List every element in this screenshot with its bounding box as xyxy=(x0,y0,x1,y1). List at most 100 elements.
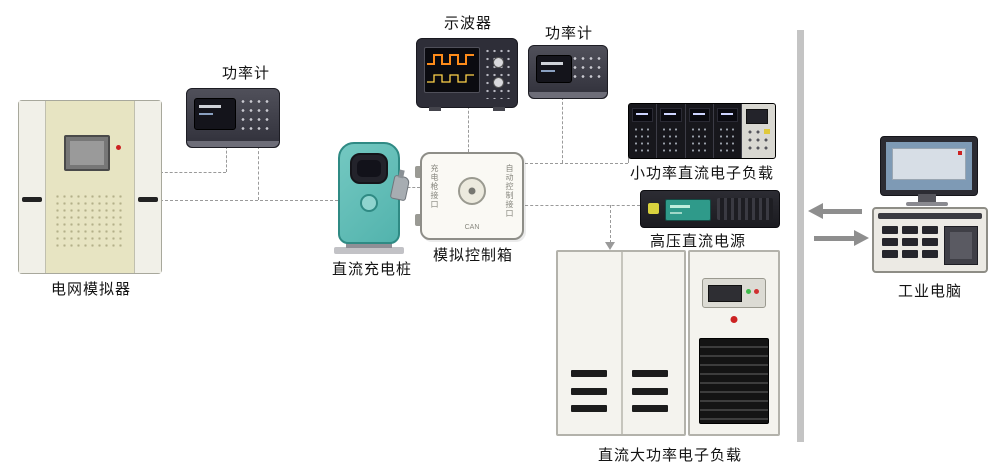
power-meter-display xyxy=(194,98,236,130)
vent-dots xyxy=(54,193,126,251)
industrial-pc-monitor xyxy=(880,136,978,196)
connector-powermeter2-down xyxy=(562,97,563,163)
grid-simulator-right-panel xyxy=(134,101,161,273)
charging-pile-baseplate xyxy=(334,247,404,254)
label-power-meter-left: 功率计 xyxy=(222,65,271,82)
load-control-module xyxy=(742,104,775,158)
power-meter-buttons xyxy=(571,54,601,84)
arrow-left-shaft xyxy=(822,209,862,214)
hv-dc-source xyxy=(640,190,780,228)
power-meter-left xyxy=(186,88,280,148)
label-oscilloscope: 示波器 xyxy=(444,15,493,32)
load-cabinet-doors xyxy=(556,250,686,436)
foot xyxy=(493,107,505,111)
connector-gridsim-pile xyxy=(160,200,338,201)
label-control-box: 模拟控制箱 xyxy=(433,247,514,264)
connector-controlbox-hvsource xyxy=(520,205,640,206)
panel-screen xyxy=(708,285,742,302)
cabinet-control-panel xyxy=(702,278,766,308)
module-keys xyxy=(661,126,681,154)
foot xyxy=(429,107,441,111)
console-keypad xyxy=(882,226,938,264)
module-keys xyxy=(689,126,709,154)
module-display xyxy=(632,108,654,122)
grid-simulator-left-panel xyxy=(19,101,46,273)
load-cabinet-control xyxy=(688,250,780,436)
hv-source-display xyxy=(665,199,711,221)
handle-icon xyxy=(138,197,158,202)
module-keys xyxy=(717,126,738,154)
brand-badge-icon xyxy=(648,203,659,214)
label-small-dc-load: 小功率直流电子负载 xyxy=(630,165,775,182)
waveform-icon xyxy=(427,54,474,83)
connector-powermeter-stub-1 xyxy=(226,146,227,172)
grid-simulator xyxy=(18,100,162,274)
monitor-stand-base xyxy=(906,202,948,206)
charging-pile-screen xyxy=(350,153,388,184)
power-meter-base xyxy=(529,92,607,98)
module-keys xyxy=(633,126,653,154)
module-display xyxy=(660,108,682,122)
module-keypad xyxy=(746,128,772,153)
connector-gridsim-powermeter xyxy=(160,172,226,173)
power-led-icon xyxy=(116,145,121,150)
connector-oscilloscope-controlbox xyxy=(468,106,469,152)
green-led-icon xyxy=(746,289,751,294)
module-display xyxy=(688,108,710,122)
grid-simulator-screen xyxy=(64,135,110,171)
emergency-button-icon xyxy=(730,316,738,323)
label-hv-dc-source: 高压直流电源 xyxy=(650,233,747,250)
monitor-stand xyxy=(918,194,936,203)
mount-tab xyxy=(415,214,420,226)
arrow-right-icon xyxy=(854,230,869,246)
power-meter-buttons xyxy=(239,97,273,133)
label-power-meter-right: 功率计 xyxy=(545,25,594,42)
high-power-dc-load xyxy=(556,250,780,436)
charging-gun-icon xyxy=(389,174,411,202)
cabinet-vent-grille xyxy=(699,338,769,424)
knob-icon xyxy=(493,77,504,88)
oscilloscope-controls xyxy=(484,47,512,99)
industrial-pc-console xyxy=(872,207,988,273)
console-screen xyxy=(944,226,978,265)
label-high-power-dc-load: 直流大功率电子负载 xyxy=(598,447,743,464)
handle-icon xyxy=(22,197,42,202)
vent-slats xyxy=(632,370,668,412)
control-box-right-port-label: 自动控制接口 xyxy=(505,164,514,218)
load-module xyxy=(686,104,714,158)
module-screen xyxy=(746,109,768,124)
oscilloscope-screen xyxy=(424,47,480,93)
label-grid-simulator: 电网模拟器 xyxy=(51,281,132,298)
simulation-control-box: 充电枪接口 自动控制接口 CAN xyxy=(415,152,524,240)
control-box-left-port-label: 充电枪接口 xyxy=(430,164,439,209)
control-box-center-label: CAN xyxy=(464,224,480,231)
connector-powermeter-stub-2 xyxy=(258,146,259,200)
load-module xyxy=(714,104,743,158)
power-meter-base xyxy=(187,141,279,147)
connector-smallload-stub xyxy=(628,157,629,163)
mount-tab xyxy=(415,166,420,178)
module-display xyxy=(716,108,739,122)
oscilloscope xyxy=(416,38,518,111)
connector-controlbox-smallload xyxy=(520,163,628,164)
connector-down-bigload xyxy=(610,205,611,243)
bus-bar xyxy=(797,30,804,442)
connector-gun-controlbox xyxy=(398,187,420,188)
hv-source-vents xyxy=(717,198,773,220)
label-industrial-pc: 工业电脑 xyxy=(898,283,963,300)
knob-icon xyxy=(493,57,504,68)
connector-socket-icon xyxy=(458,176,486,205)
small-dc-electronic-load xyxy=(628,103,776,159)
arrow-left-icon xyxy=(808,203,823,219)
grid-simulator-front-panel xyxy=(46,101,134,273)
arrowhead-bigload-icon xyxy=(605,242,615,250)
red-led-icon xyxy=(754,289,759,294)
load-module xyxy=(629,104,658,158)
charging-pile-socket-icon xyxy=(360,194,378,212)
arrow-right-shaft xyxy=(814,236,854,241)
power-meter-right xyxy=(528,45,608,99)
load-module xyxy=(657,104,686,158)
power-meter-display xyxy=(536,55,572,83)
vent-slats xyxy=(571,370,607,412)
